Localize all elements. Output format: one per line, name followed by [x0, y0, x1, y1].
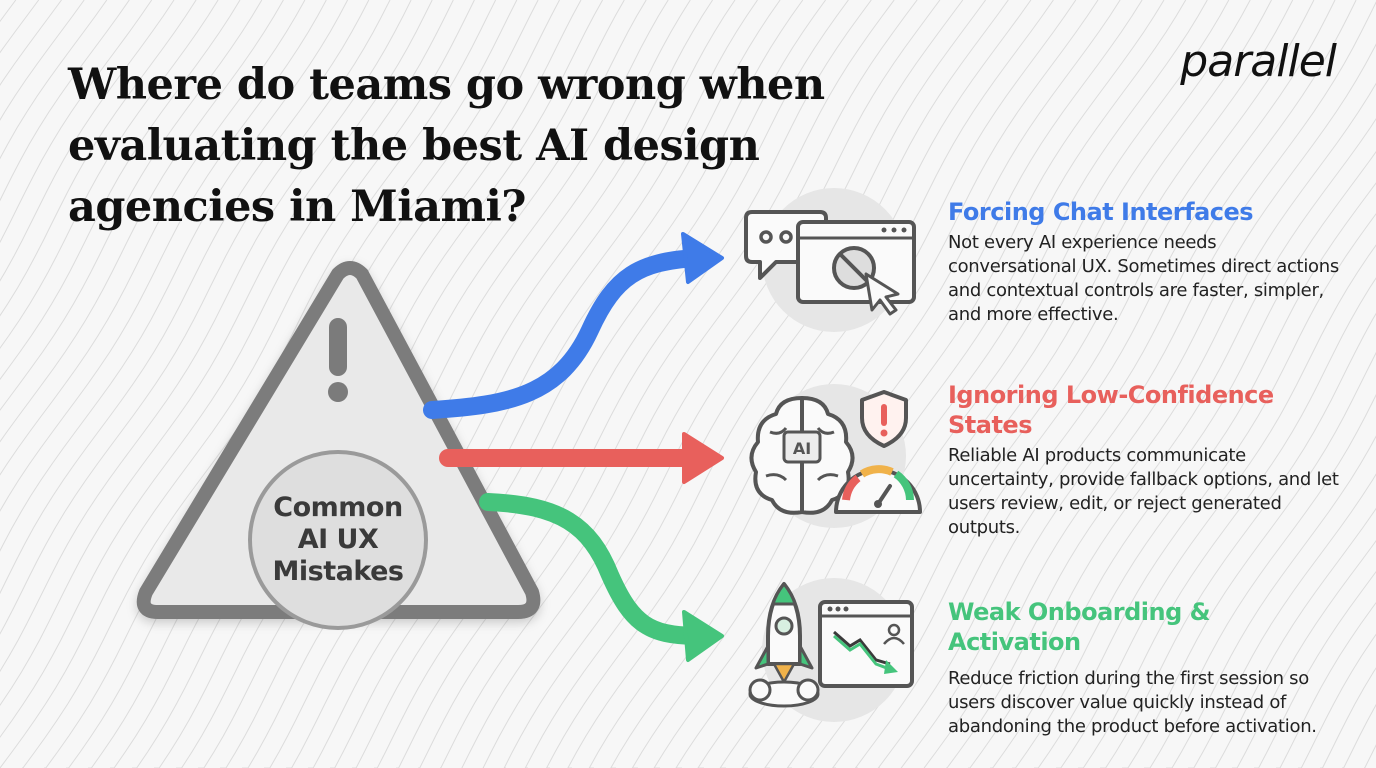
ai-chip-label: AI — [793, 439, 811, 458]
rocket-declining-chart-icon — [748, 578, 914, 722]
item-body: Not every AI experience needs conversati… — [948, 232, 1339, 325]
mistake-item-forcing-chat: Forcing Chat Interfaces Not every AI exp… — [948, 197, 1348, 327]
green-arrow — [479, 493, 724, 662]
brand-logo: parallel — [1180, 36, 1337, 87]
warning-triangle-icon — [136, 261, 541, 630]
mistake-item-onboarding: Weak Onboarding & Activation Reduce fric… — [948, 597, 1348, 739]
chat-blocked-window-icon — [744, 188, 916, 332]
red-arrow — [439, 432, 724, 484]
item-heading: Forcing Chat Interfaces — [948, 198, 1254, 226]
blue-arrow — [423, 232, 724, 419]
mistake-item-low-confidence: Ignoring Low-Confidence States Reliable … — [948, 380, 1348, 540]
item-body: Reliable AI products communicate uncerta… — [948, 445, 1339, 538]
item-body: Reduce friction during the first session… — [948, 668, 1317, 737]
item-heading: Weak Onboarding & Activation — [948, 598, 1211, 656]
item-heading: Ignoring Low-Confidence States — [948, 381, 1274, 439]
page-title: Where do teams go wrong when evaluating … — [68, 60, 825, 232]
center-label: Common AI UX Mistakes — [272, 492, 404, 587]
ai-brain-shield-gauge-icon: AI — [749, 384, 922, 528]
